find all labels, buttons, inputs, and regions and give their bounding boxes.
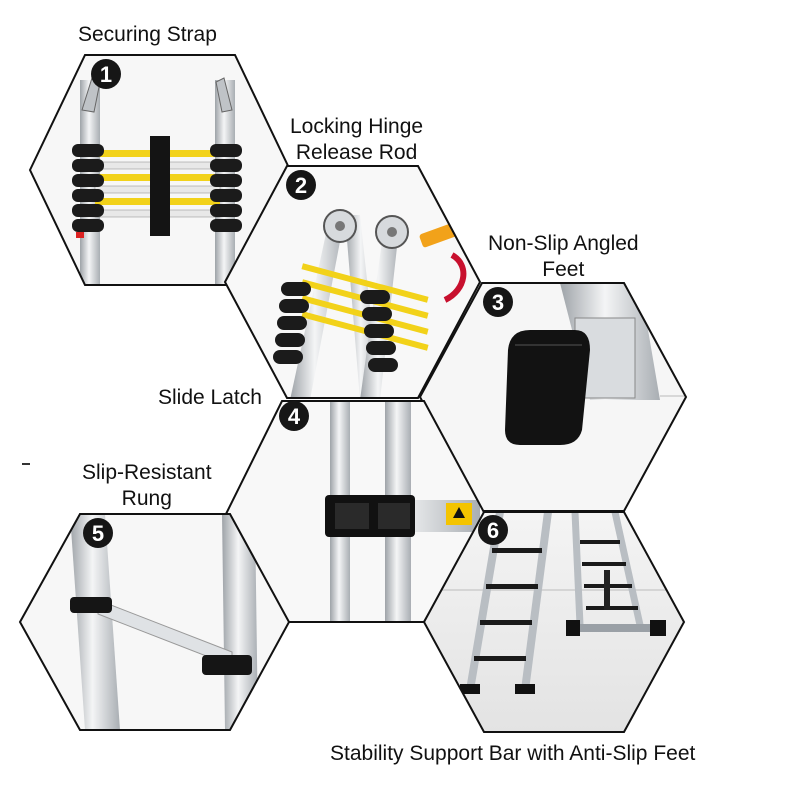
svg-text:6: 6 (487, 518, 499, 543)
caption-securing-strap: Securing Strap (78, 23, 217, 46)
svg-text:1: 1 (100, 62, 112, 87)
support-bar (570, 624, 665, 632)
number-badge-6: 6 (478, 515, 508, 545)
panel-stability-support-bar: 6 (422, 511, 686, 733)
svg-text:4: 4 (288, 404, 301, 429)
number-badge-3: 3 (483, 287, 513, 317)
number-badge-2: 2 (286, 170, 316, 200)
stray-mark (22, 463, 30, 465)
caption-slide-latch: Slide Latch (158, 386, 262, 409)
release-rod (419, 222, 459, 248)
svg-text:3: 3 (492, 290, 504, 315)
rubber-foot (505, 330, 590, 445)
caption-stability-support-bar: Stability Support Bar with Anti-Slip Fee… (330, 742, 696, 765)
caption-locking-hinge: Locking Hinge Release Rod (290, 115, 424, 164)
svg-text:2: 2 (295, 173, 307, 198)
caption-non-slip-feet: Non-Slip Angled Feet (488, 232, 639, 281)
number-badge-1: 1 (91, 59, 121, 89)
svg-text:5: 5 (92, 521, 104, 546)
panel-locking-hinge: 2 (223, 165, 482, 399)
panel-slip-resistant-rung: 5 (18, 513, 291, 731)
number-badge-4: 4 (279, 401, 309, 431)
securing-strap (150, 136, 170, 236)
number-badge-5: 5 (83, 518, 113, 548)
caption-slip-resistant-rung: Slip-Resistant Rung (82, 461, 212, 510)
panel-non-slip-feet: 3 (418, 282, 688, 512)
